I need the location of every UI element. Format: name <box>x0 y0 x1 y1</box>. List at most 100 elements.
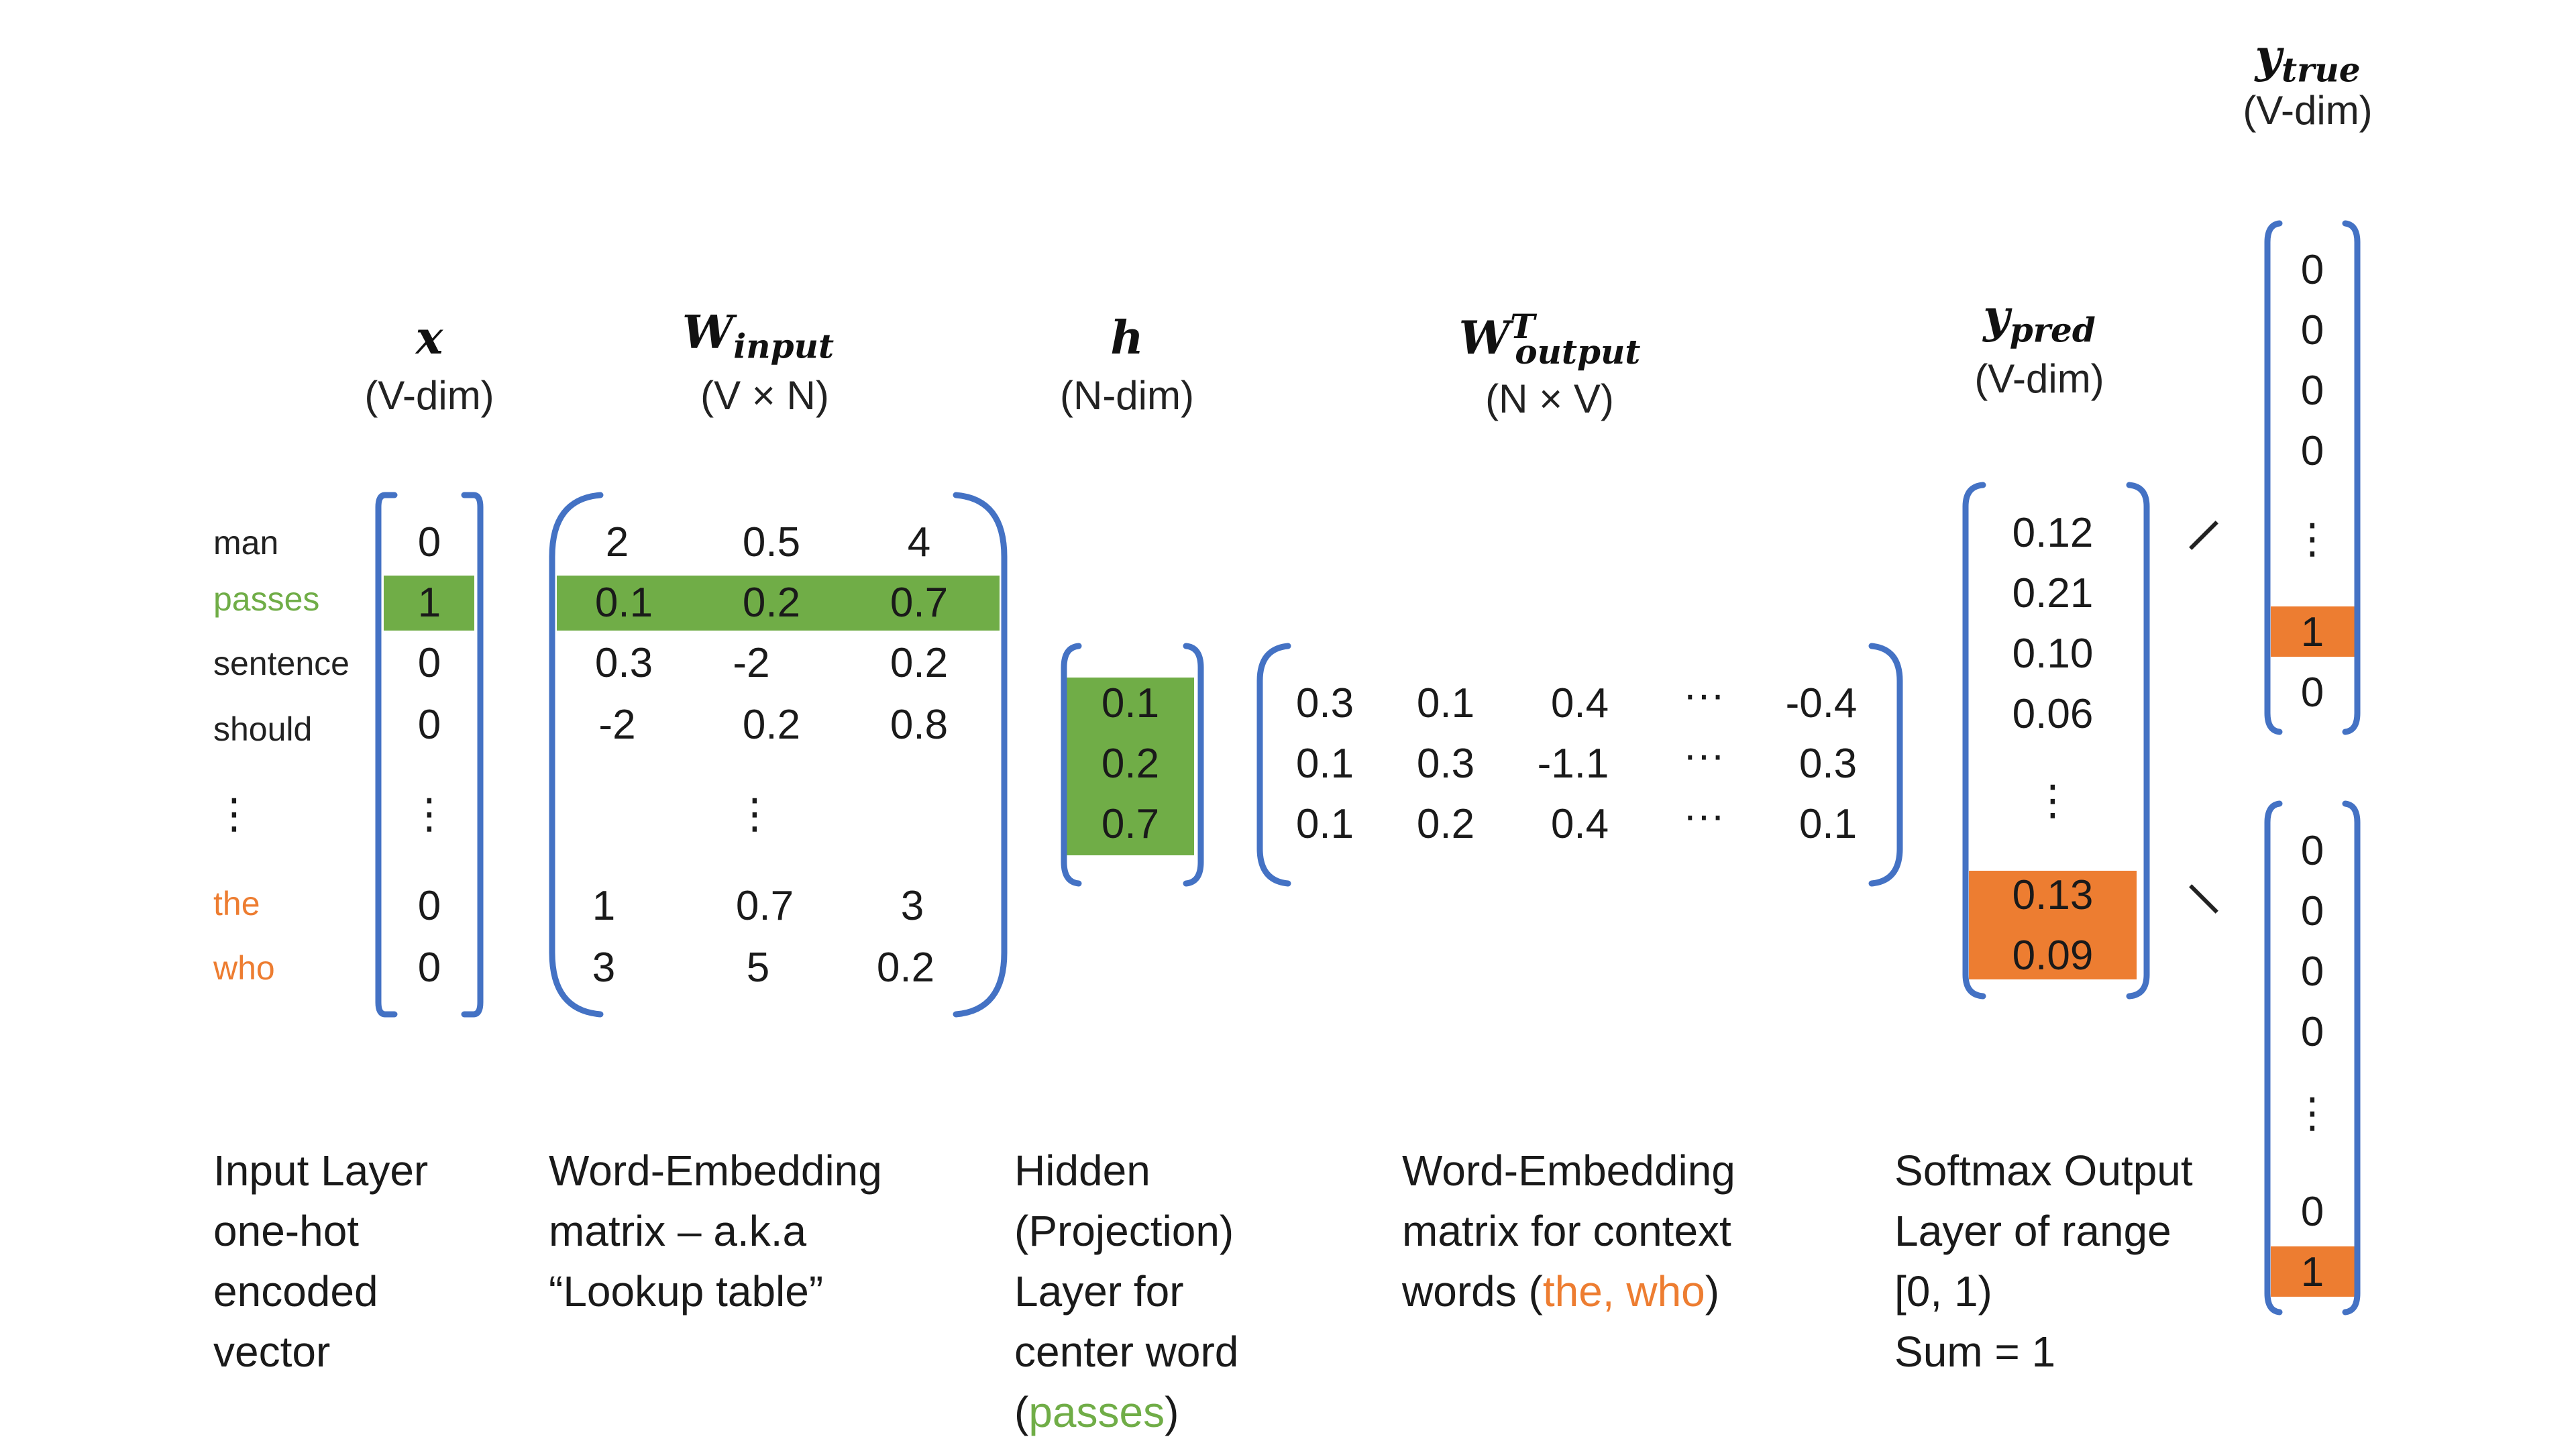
caption-word-embedding: Word-Embedding matrix – a.k.a “Lookup ta… <box>549 1146 882 1316</box>
vocab-word-passes: passes <box>213 580 320 618</box>
w-input-cell: 5 <box>746 945 770 991</box>
w-input-cell: 0.3 <box>594 640 653 686</box>
h-vector-brackets <box>1061 643 1204 887</box>
w-output-cell: -0.4 <box>1785 680 1858 727</box>
y-true-1-value: 0 <box>2300 307 2324 354</box>
w-input-cell: 2 <box>605 519 629 566</box>
x-value: 0 <box>417 640 441 686</box>
w-input-cell: 1 <box>592 883 616 929</box>
y-true-2-value: 0 <box>2300 949 2324 995</box>
w-input-cell: 0.2 <box>742 580 801 626</box>
w-input-cell: 0.2 <box>890 640 949 686</box>
x-value: 0 <box>417 945 441 991</box>
y-true-1-value: 0 <box>2300 247 2324 293</box>
y-true-2-value: 0 <box>2300 1009 2324 1055</box>
y-true-2-brackets <box>2264 800 2361 1316</box>
h-header-dim: (N-dim) <box>1060 373 1194 418</box>
y-pred-header-symbol: ypred <box>1983 290 2096 350</box>
y-true-2-value: 1 <box>2300 1249 2324 1295</box>
vocab-word-sentence: sentence <box>213 645 350 682</box>
y-true-header-symbol: ytrue <box>2255 30 2361 90</box>
x-ellipsis: ⋮ <box>409 789 450 838</box>
caption-hidden-layer: Hidden (Projection) Layer for center wor… <box>1014 1146 1239 1436</box>
y-true-1-value: 0 <box>2300 669 2324 716</box>
vocab-word-the: the <box>213 885 260 922</box>
w-input-cell: 0.2 <box>742 702 801 748</box>
w-output-cell: 0.4 <box>1550 680 1609 727</box>
w-input-cell: 3 <box>900 883 924 929</box>
y-pred-header-dim: (V-dim) <box>1974 356 2104 401</box>
w-input-cell: -2 <box>733 640 770 686</box>
y-pred-value: 0.06 <box>2012 691 2094 737</box>
w-output-ellipsis: ··· <box>1683 732 1725 778</box>
y-pred-value: 0.21 <box>2012 570 2094 616</box>
w-output-cell: 0.2 <box>1416 801 1475 847</box>
y-pred-brackets <box>1962 482 2150 1000</box>
w-input-cell: 0.7 <box>890 580 949 626</box>
w-input-cell: 0.8 <box>890 702 949 748</box>
y-true-header-dim: (V-dim) <box>2243 88 2373 133</box>
x-header-symbol: x <box>415 311 443 365</box>
vocab-word-man: man <box>213 524 279 561</box>
w-output-brackets <box>1256 643 1903 887</box>
w-input-cell: 3 <box>592 945 616 991</box>
connector-slash-bottom <box>2189 884 2218 914</box>
x-value: 0 <box>417 702 441 748</box>
x-value: 0 <box>417 883 441 929</box>
w-input-ellipsis: ⋮ <box>734 789 775 838</box>
w-output-cell: 0.1 <box>1799 801 1858 847</box>
w-output-ellipsis: ··· <box>1683 672 1725 718</box>
x-value: 1 <box>417 580 441 626</box>
y-true-1-value: 0 <box>2300 368 2324 414</box>
h-value: 0.1 <box>1101 680 1160 727</box>
y-true-1-ellipsis: ⋮ <box>2292 514 2333 563</box>
y-true-2-value: 0 <box>2300 888 2324 934</box>
y-pred-highlight-context <box>1969 871 2137 979</box>
y-pred-value: 0.12 <box>2012 510 2094 556</box>
w-output-cell: 0.4 <box>1550 801 1609 847</box>
w-output-cell: 0.1 <box>1295 801 1354 847</box>
y-true-1-highlight <box>2271 606 2355 657</box>
y-true-2-ellipsis: ⋮ <box>2292 1088 2333 1137</box>
center-word-highlight: passes <box>1028 1388 1165 1436</box>
w-output-cell: 0.3 <box>1799 741 1858 787</box>
w-output-cell: 0.3 <box>1416 741 1475 787</box>
w-input-cell: 4 <box>907 519 931 566</box>
y-true-1-value: 0 <box>2300 428 2324 474</box>
w-input-header-dim: (V × N) <box>700 373 829 418</box>
y-pred-value: 0.10 <box>2012 631 2094 677</box>
w-input-brackets <box>549 492 1008 1018</box>
w-output-ellipsis: ··· <box>1683 792 1725 839</box>
w-output-header-dim: (N × V) <box>1485 376 1614 421</box>
y-pred-value: 0.13 <box>2012 872 2094 918</box>
y-true-2-value: 0 <box>2300 1189 2324 1235</box>
w-input-cell: -2 <box>598 702 636 748</box>
w-output-cell: 0.1 <box>1295 741 1354 787</box>
y-true-2-highlight <box>2271 1246 2355 1297</box>
caption-input-layer: Input Layer one-hot encoded vector <box>213 1146 429 1376</box>
y-pred-ellipsis: ⋮ <box>2032 775 2074 824</box>
y-true-2-value: 0 <box>2300 828 2324 874</box>
h-highlight <box>1067 678 1194 855</box>
w-input-cell: 0.2 <box>876 945 935 991</box>
y-true-1-value: 1 <box>2300 609 2324 655</box>
caption-context-embedding: Word-Embedding matrix for context words … <box>1402 1146 1735 1316</box>
w-input-highlight-row <box>557 576 1000 631</box>
w-input-header-symbol: Winput <box>682 306 835 366</box>
vocab-word-should: should <box>213 710 313 748</box>
w-output-header-symbol: WToutput <box>1458 307 1641 372</box>
h-header-symbol: h <box>1110 311 1144 365</box>
w-input-cell: 0.5 <box>742 519 801 566</box>
w-input-cell: 0.7 <box>735 883 794 929</box>
w-output-cell: -1.1 <box>1537 741 1609 787</box>
y-true-1-brackets <box>2264 220 2361 735</box>
context-words-highlight: the, who <box>1542 1267 1705 1316</box>
connector-slash-top <box>2189 521 2218 550</box>
caption-softmax-output: Softmax Output Layer of range [0, 1) Sum… <box>1894 1146 2193 1376</box>
h-value: 0.2 <box>1101 741 1160 787</box>
x-header-dim: (V-dim) <box>364 373 494 418</box>
vocab-ellipsis: ⋮ <box>213 789 255 838</box>
x-value: 0 <box>417 519 441 566</box>
w-output-cell: 0.1 <box>1416 680 1475 727</box>
